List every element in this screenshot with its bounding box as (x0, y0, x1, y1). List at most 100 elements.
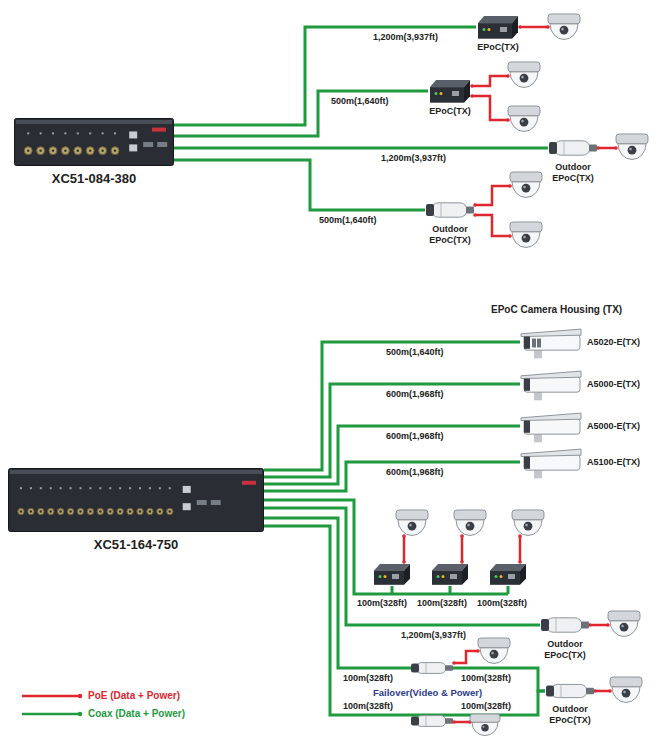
wire-dot (460, 534, 464, 538)
legend-text: PoE (Data + Power) (88, 690, 180, 702)
distance-label: 500m(1,640ft) (330, 96, 390, 107)
dome-camera (510, 172, 542, 197)
distance-label: 500m(1,640ft) (318, 215, 378, 226)
device-image (520, 445, 582, 479)
coax-connector (174, 91, 428, 136)
wire-dot (546, 25, 550, 29)
wire-dot (460, 560, 464, 564)
device-label: A5000-E(TX) (587, 421, 640, 432)
device-label: Outdoor EPoC(TX) (537, 639, 593, 661)
wire-dot (470, 84, 474, 88)
wire-dot (518, 25, 522, 29)
wire-dot (606, 623, 610, 627)
distance-label: 600m(1,968ft) (385, 467, 445, 478)
device-node: XC51-084-380 (14, 118, 174, 166)
coax-connector (264, 342, 520, 470)
dome-camera (548, 14, 580, 39)
device-node: EPoC(TX) (476, 14, 520, 40)
dome-camera (470, 714, 500, 736)
distance-label: 100m(328ft) (342, 701, 394, 712)
coax-wire (391, 586, 394, 594)
poe-wire (520, 26, 548, 29)
device-image (540, 613, 590, 637)
device-node: Outdoor EPoC(TX) (548, 136, 598, 160)
outdoor-epoc (411, 663, 453, 674)
poe-wire (472, 76, 508, 86)
poe-wire (519, 536, 522, 562)
wire-dot (508, 234, 512, 238)
wire-dot (452, 661, 456, 665)
legend-swatch (20, 692, 82, 700)
distance-label: Failover(Video & Power) (372, 687, 483, 699)
device-node: A5100-E(TX) (520, 445, 582, 479)
device-image (476, 14, 520, 40)
coax-connector (264, 462, 520, 491)
device-label: XC51-164-750 (94, 537, 179, 552)
device-image (14, 118, 174, 166)
poe-wire (454, 651, 478, 663)
coax-wire (507, 586, 510, 594)
device-image (428, 78, 472, 104)
wire-dot (476, 649, 480, 653)
poe-wire (590, 624, 608, 627)
wire-dot (470, 94, 474, 98)
device-node: Outdoor EPoC(TX) (545, 680, 595, 702)
wire-dot (518, 560, 522, 564)
wire-dot (614, 146, 618, 150)
device-label: A5000-E(TX) (587, 379, 640, 390)
wire-dot (506, 74, 510, 78)
device-image (520, 325, 582, 359)
device-image (548, 136, 598, 160)
distance-label: 1,200m(3,937ft) (380, 153, 447, 164)
epoc-box (432, 564, 468, 585)
coax-wire (449, 586, 452, 594)
distance-label: 600m(1,968ft) (385, 431, 445, 442)
device-image (8, 468, 264, 532)
distance-label: 100m(328ft) (476, 598, 528, 609)
wire-dot (506, 118, 510, 122)
wire-dot (402, 534, 406, 538)
outdoor-epoc (411, 716, 453, 727)
dome-camera (610, 677, 642, 702)
wire-dot (452, 720, 456, 724)
poe-wire (461, 536, 464, 562)
coax-connector (174, 27, 476, 125)
dome-camera (478, 638, 510, 663)
epoc-box (490, 564, 526, 585)
wire-dot (402, 560, 406, 564)
coax-connector (174, 160, 425, 210)
legend-swatch (20, 710, 82, 718)
dome-camera (608, 611, 640, 636)
dome-camera (512, 510, 544, 535)
device-node: A5000-E(TX) (520, 409, 582, 443)
distance-label: 1,200m(3,937ft) (400, 630, 467, 641)
distance-label: 600m(1,968ft) (385, 389, 445, 400)
device-label: A5020-E(TX) (587, 337, 640, 348)
device-label: XC51-084-380 (52, 171, 137, 186)
coax-connector (174, 147, 548, 150)
device-node: Outdoor EPoC(TX) (540, 613, 590, 637)
poe-wire (403, 536, 406, 562)
device-image (520, 409, 582, 443)
dome-camera (396, 510, 428, 535)
distance-label: 100m(328ft) (356, 598, 408, 609)
distance-label: 100m(328ft) (460, 701, 512, 712)
distance-label: 1,200m(3,937ft) (372, 32, 439, 43)
wire-dot (473, 203, 477, 207)
poe-wire (598, 147, 616, 150)
coax-connector (264, 426, 520, 484)
legend-item: PoE (Data + Power) (20, 690, 180, 702)
device-label: Outdoor EPoC(TX) (422, 224, 478, 246)
dome-camera (508, 106, 540, 131)
device-image (545, 680, 595, 702)
poe-wire (475, 186, 510, 205)
device-image (520, 367, 582, 401)
device-node: A5020-E(TX) (520, 325, 582, 359)
dome-camera (508, 62, 540, 87)
device-label: EPoC(TX) (429, 106, 471, 117)
distance-label: 100m(328ft) (342, 673, 394, 684)
coax-connector (264, 518, 545, 691)
distance-label: 100m(328ft) (416, 598, 468, 609)
poe-wire (454, 721, 470, 724)
